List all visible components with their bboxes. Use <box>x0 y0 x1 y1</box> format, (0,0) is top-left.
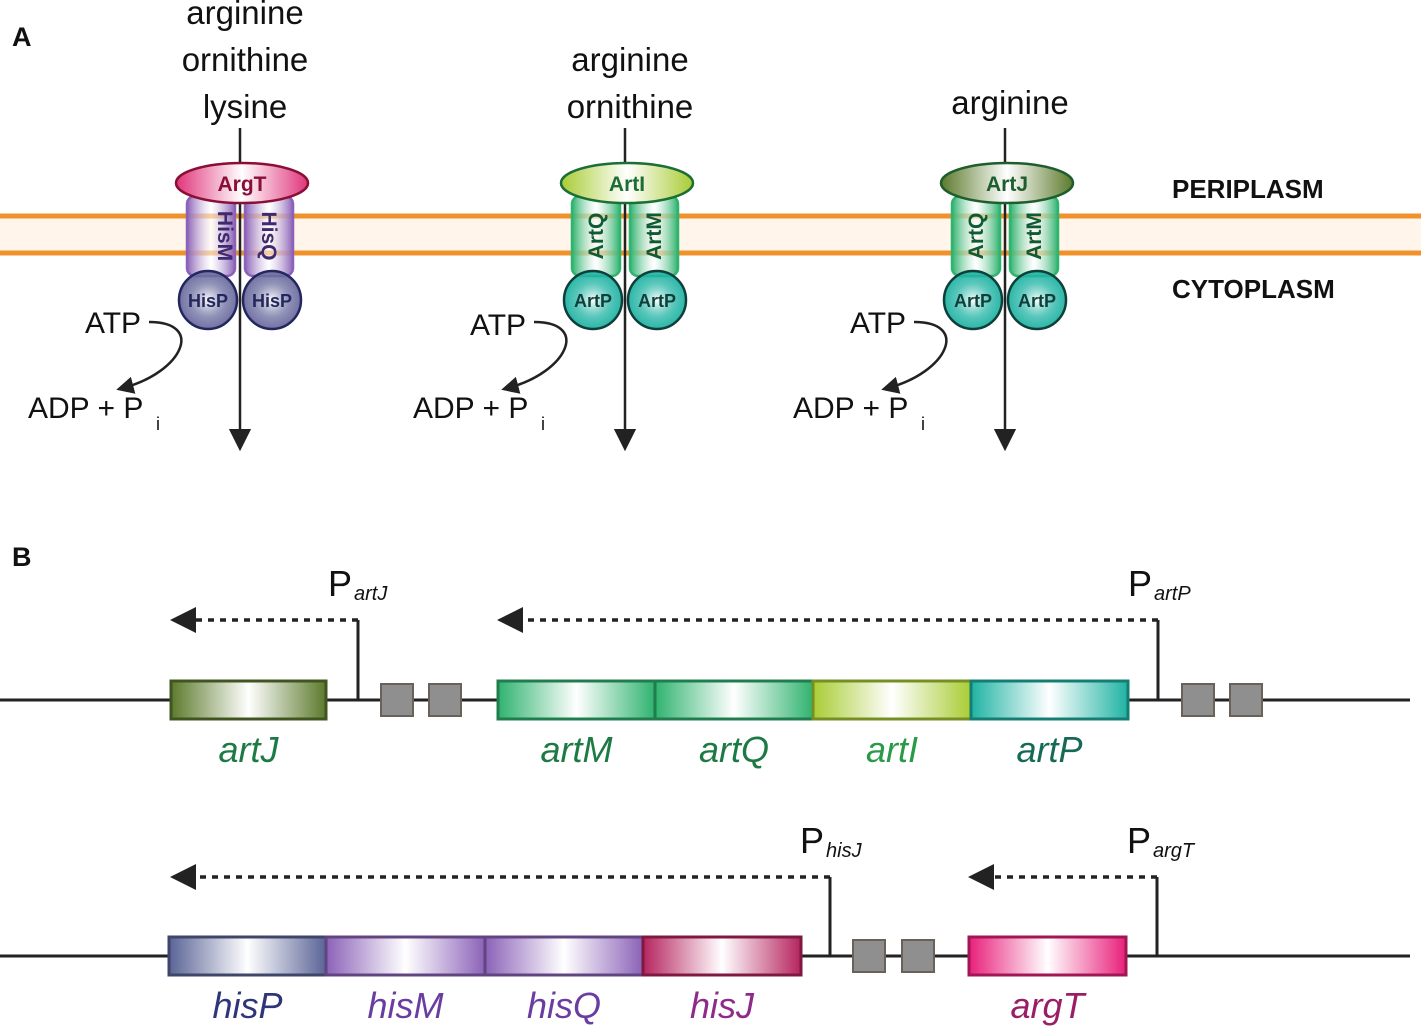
gene-hisQ <box>483 935 645 977</box>
atpase-right <box>626 269 688 331</box>
transcription-arrowhead <box>170 864 196 890</box>
gene-label-artQ: artQ <box>699 729 769 770</box>
membrane-fill <box>0 216 1421 253</box>
gene-label-artM: artM <box>541 729 613 770</box>
gene-label-artP: artP <box>1016 729 1082 770</box>
substrate-label: arginine <box>951 84 1068 121</box>
gene-hisJ <box>641 935 803 977</box>
gene-hisP <box>167 935 328 977</box>
adp-pi-label: ADP + P <box>413 392 528 425</box>
regulatory-site <box>1229 683 1263 717</box>
binding-protein-label: ArtI <box>609 173 645 196</box>
transcription-arrowhead <box>968 864 994 890</box>
atpase-left-label: ArtP <box>574 291 612 311</box>
atpase-left <box>177 269 239 331</box>
pi-subscript: i <box>156 414 160 434</box>
atp-label: ATP <box>470 309 526 342</box>
binding-protein <box>559 161 695 205</box>
binding-protein <box>939 161 1075 205</box>
panel-a-label: A <box>12 22 32 52</box>
atpase-right <box>241 269 303 331</box>
atpase-right-label: HisP <box>252 291 292 311</box>
regulatory-site <box>380 683 414 717</box>
atpase-left <box>562 269 624 331</box>
gene-label-hisM: hisM <box>367 985 443 1026</box>
atpase-right-label: ArtP <box>638 291 676 311</box>
atp-label: ATP <box>85 307 141 340</box>
promoter-letter: P <box>1128 563 1152 604</box>
substrate-label: arginine <box>186 0 303 31</box>
gene-artI <box>811 679 973 721</box>
gene-label-hisP: hisP <box>212 985 282 1026</box>
gene-hisM <box>324 935 487 977</box>
transmembrane-right-label: HisQ <box>257 211 280 260</box>
promoter-name: hisJ <box>826 840 863 862</box>
panel-b-label: B <box>12 542 32 572</box>
regulatory-site <box>428 683 462 717</box>
promoter-name: argT <box>1153 840 1196 862</box>
substrate-label: arginine <box>571 41 688 78</box>
adp-pi-label: ADP + P <box>28 392 143 425</box>
periplasm-label: PERIPLASM <box>1172 174 1324 204</box>
gene-artP <box>969 679 1130 721</box>
promoter-letter: P <box>328 563 352 604</box>
hydrolysis-arrow <box>116 320 183 394</box>
gene-artM <box>496 679 657 721</box>
atpase-right-label: ArtP <box>1018 291 1056 311</box>
atpase-left-label: ArtP <box>954 291 992 311</box>
substrate-label: ornithine <box>182 41 309 78</box>
gene-label-hisQ: hisQ <box>527 985 601 1026</box>
cytoplasm-label: CYTOPLASM <box>1172 274 1335 304</box>
transmembrane-left-label: ArtQ <box>585 213 608 260</box>
binding-protein <box>174 161 310 205</box>
gene-artJ <box>169 679 328 721</box>
atpase-left-label: HisP <box>188 291 228 311</box>
hydrolysis-arrow <box>881 320 948 394</box>
substrate-label: lysine <box>203 88 287 125</box>
promoter-letter: P <box>1127 820 1151 861</box>
transmembrane-left-label: HisM <box>213 211 236 261</box>
pi-subscript: i <box>541 414 545 434</box>
transmembrane-right-label: ArtM <box>643 212 666 260</box>
atpase-left <box>942 269 1004 331</box>
transmembrane-left-label: ArtQ <box>965 213 988 260</box>
hydrolysis-arrow <box>501 320 568 394</box>
transmembrane-right-label: ArtM <box>1023 212 1046 260</box>
promoter-name: artP <box>1154 583 1191 605</box>
gene-label-artJ: artJ <box>218 729 279 770</box>
promoter-name: artJ <box>354 583 388 605</box>
regulatory-site <box>901 939 935 973</box>
adp-pi-label: ADP + P <box>793 392 908 425</box>
transcription-arrowhead <box>170 607 196 633</box>
promoter-letter: P <box>800 820 824 861</box>
binding-protein-label: ArgT <box>218 173 267 196</box>
regulatory-site <box>1181 683 1215 717</box>
transcription-arrowhead <box>497 607 523 633</box>
gene-label-hisJ: hisJ <box>690 985 755 1026</box>
binding-protein-label: ArtJ <box>986 173 1028 196</box>
atp-label: ATP <box>850 307 906 340</box>
regulatory-site <box>852 939 886 973</box>
gene-argT <box>967 935 1128 977</box>
substrate-label: ornithine <box>567 88 694 125</box>
membrane <box>0 213 1421 256</box>
gene-artQ <box>653 679 815 721</box>
gene-label-argT: argT <box>1010 985 1087 1026</box>
gene-label-artI: artI <box>866 729 918 770</box>
pi-subscript: i <box>921 414 925 434</box>
atpase-right <box>1006 269 1068 331</box>
